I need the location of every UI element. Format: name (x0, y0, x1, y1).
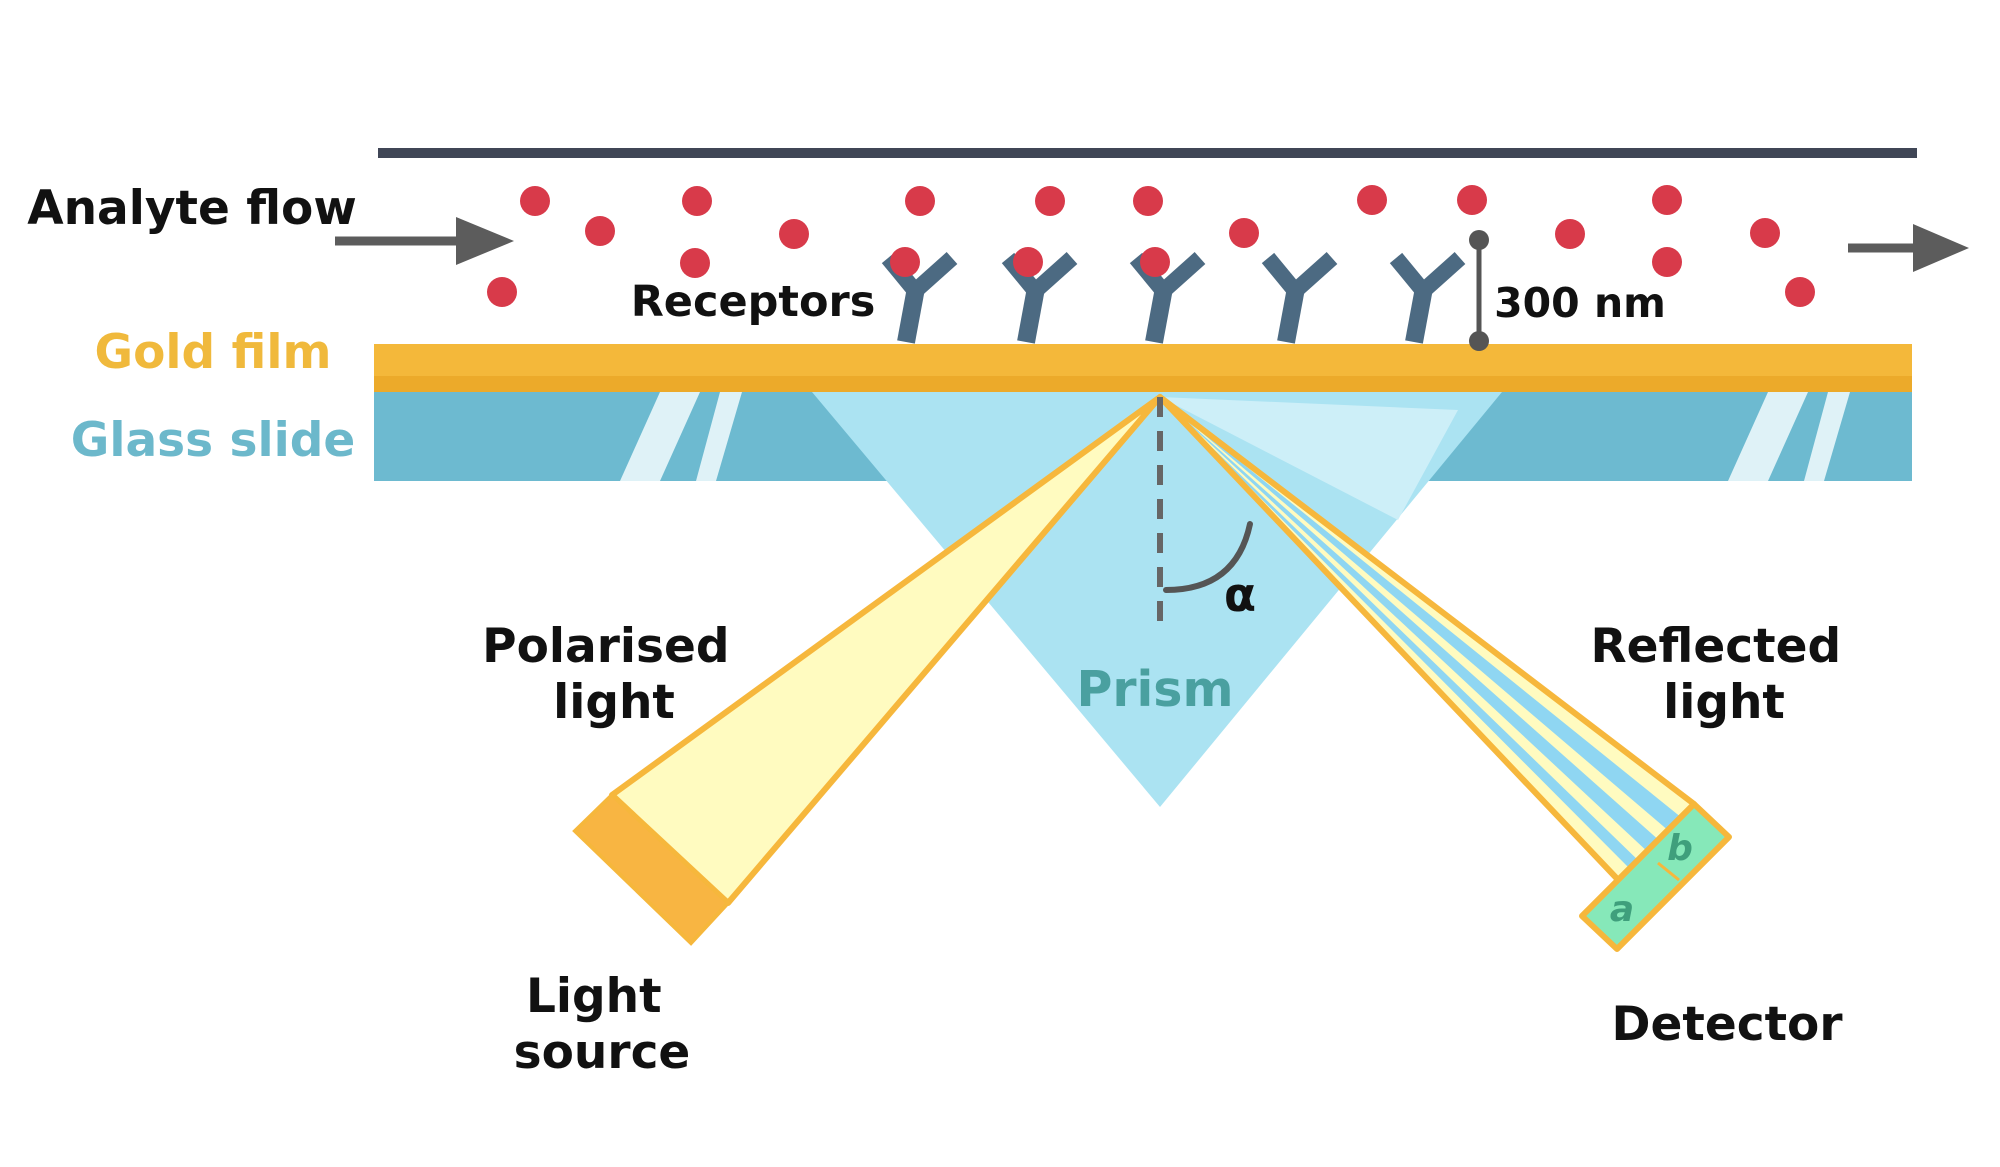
bound-analytes (890, 247, 1170, 277)
analyte-particle (905, 186, 935, 216)
glass-slide-label: Glass slide (71, 413, 355, 468)
angle-label: α (1224, 568, 1256, 623)
light-source-label: Light source (514, 969, 691, 1080)
reflected-light-line-1: Reflected (1590, 619, 1841, 674)
detector-a-label: a (1610, 889, 1634, 930)
light-source (572, 792, 731, 946)
detector-b-label: b (1667, 828, 1693, 869)
analyte-particles (487, 185, 1815, 307)
receptor-y (1389, 252, 1466, 344)
detector-label: Detector (1611, 997, 1843, 1052)
light-source-line-1: Light (526, 969, 662, 1024)
analyte-flow-label: Analyte flow (27, 181, 357, 236)
distance-marker (1469, 230, 1489, 351)
reflected-light-label: Reflected light (1590, 619, 1857, 730)
inflow-arrow (335, 217, 514, 265)
analyte-particle (1555, 219, 1585, 249)
analyte-particle (1357, 185, 1387, 215)
bound-analyte-particle (1140, 247, 1170, 277)
analyte-particle (1785, 277, 1815, 307)
analyte-particle (520, 186, 550, 216)
bound-analyte-particle (890, 247, 920, 277)
analyte-particle (1229, 218, 1259, 248)
polarised-light-label: Polarised light (482, 619, 746, 730)
prism-highlight (1160, 397, 1458, 520)
gold-film-label: Gold film (95, 325, 332, 380)
receptors-label: Receptors (631, 277, 876, 327)
light-source-line-2: source (514, 1025, 691, 1080)
analyte-particle (1652, 185, 1682, 215)
polarised-light-line-2: light (553, 675, 675, 730)
reflected-light-beam (1157, 394, 1697, 888)
analyte-particle (585, 216, 615, 246)
bound-analyte-particle (1013, 247, 1043, 277)
polarised-light-line-1: Polarised (482, 619, 729, 674)
analyte-particle (682, 186, 712, 216)
analyte-particle (779, 219, 809, 249)
analyte-particle (1133, 186, 1163, 216)
gold-film-shade (374, 376, 1912, 392)
outflow-arrow (1848, 224, 1969, 272)
distance-label: 300 nm (1494, 279, 1666, 327)
analyte-particle (680, 248, 710, 278)
prism (812, 392, 1502, 807)
prism-label: Prism (1076, 661, 1233, 718)
analyte-particle (1652, 247, 1682, 277)
receptor-y (1261, 252, 1338, 344)
receptors-group (881, 252, 1466, 344)
reflected-light-line-2: light (1663, 675, 1785, 730)
analyte-particle (1457, 185, 1487, 215)
analyte-particle (1750, 218, 1780, 248)
glass-highlights (620, 392, 1850, 481)
analyte-particle (487, 277, 517, 307)
detector (1579, 801, 1732, 952)
analyte-particle (1035, 186, 1065, 216)
angle-arc (1163, 521, 1253, 593)
